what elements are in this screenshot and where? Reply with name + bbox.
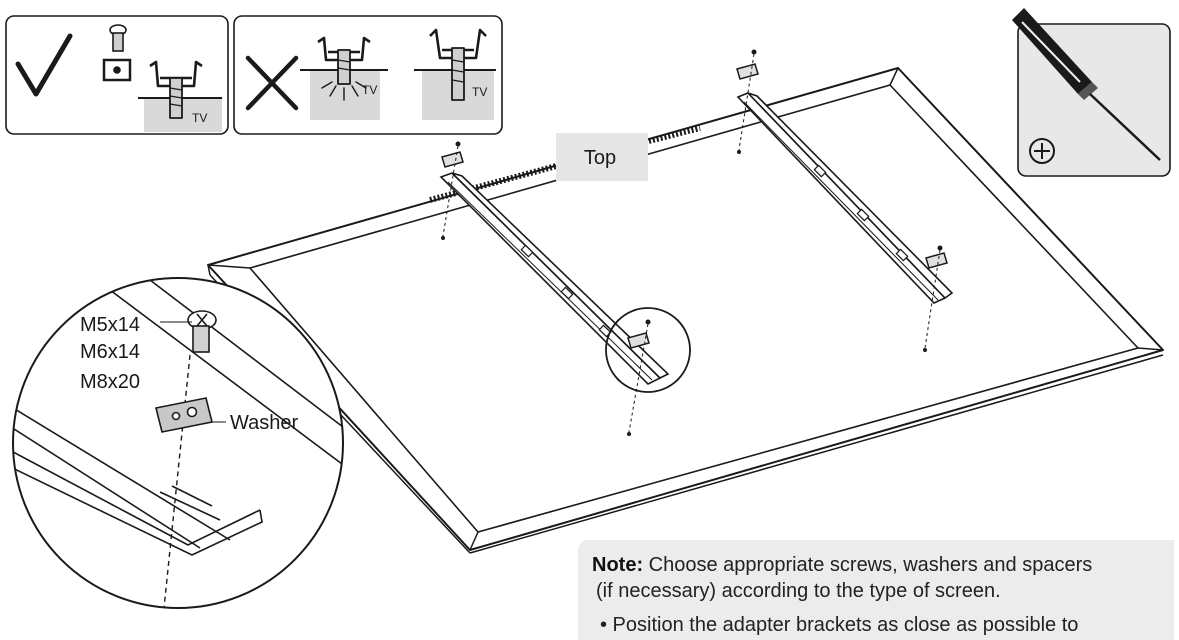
screwdriver-icon bbox=[1012, 8, 1161, 161]
mounting-diagram: Top M5x14 M6x14 bbox=[5, 8, 1171, 609]
note-heading: Note: bbox=[592, 554, 644, 576]
screw-label-m6: M6x14 bbox=[80, 341, 140, 363]
cross-icon bbox=[245, 55, 299, 111]
wrong-box: TV TV bbox=[233, 15, 503, 135]
bracket-cup-long-icon bbox=[429, 28, 487, 101]
bracket-cup-icon bbox=[149, 60, 203, 119]
check-icon bbox=[15, 33, 73, 97]
detail-view: M5x14 M6x14 M8x20 Washer bbox=[12, 277, 344, 609]
phillips-icon bbox=[1029, 138, 1055, 164]
top-vents bbox=[429, 125, 701, 203]
impact-icon bbox=[321, 81, 367, 101]
screw-guides bbox=[442, 53, 941, 433]
screw-label-m5: M5x14 bbox=[80, 314, 140, 336]
loose-screw-icon bbox=[102, 24, 132, 82]
note-line-2: (if necessary) according to the type of … bbox=[596, 580, 1001, 602]
screws bbox=[441, 49, 943, 436]
tool-box bbox=[1012, 8, 1171, 177]
bracket-right bbox=[736, 92, 954, 304]
magnifier-circle bbox=[605, 307, 691, 393]
bracket-cup-short-icon bbox=[317, 36, 371, 85]
top-label: Top bbox=[584, 147, 616, 169]
note-line-1: Choose appropriate screws, washers and s… bbox=[648, 554, 1093, 576]
tv-label-wrong-long: TV bbox=[472, 85, 487, 99]
detail-washer bbox=[155, 397, 213, 433]
tv-label-wrong-short: TV bbox=[362, 83, 377, 97]
screw-label-m8: M8x20 bbox=[80, 371, 140, 393]
note-line-3: • Position the adapter brackets as close… bbox=[600, 614, 1079, 636]
washer-label: Washer bbox=[230, 412, 299, 434]
detail-screw bbox=[187, 310, 217, 353]
top-label-box bbox=[556, 133, 648, 181]
tv-surface-correct bbox=[144, 98, 222, 132]
tv-label-correct: TV bbox=[192, 111, 207, 125]
correct-box: TV bbox=[5, 15, 229, 135]
note-panel: Note: Choose appropriate screws, washers… bbox=[578, 540, 1174, 640]
washers bbox=[441, 63, 948, 349]
